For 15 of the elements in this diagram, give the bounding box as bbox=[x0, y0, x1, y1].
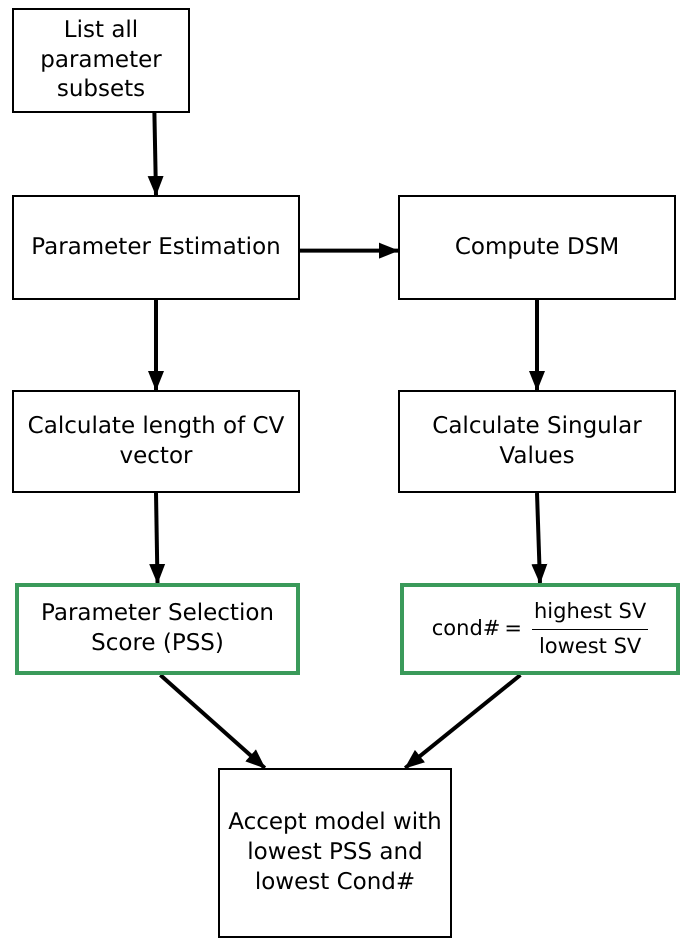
arrow bbox=[149, 492, 166, 584]
arrow bbox=[529, 300, 545, 391]
arrow bbox=[531, 492, 548, 584]
process-box: Calculate Singular Values bbox=[398, 390, 676, 493]
process-box: Parameter Selection Score (PSS) bbox=[15, 583, 300, 675]
arrow bbox=[404, 673, 522, 770]
process-box: Compute DSM bbox=[398, 195, 676, 300]
arrow bbox=[300, 242, 399, 259]
arrow bbox=[148, 112, 164, 196]
arrow bbox=[148, 300, 164, 391]
arrow bbox=[159, 674, 266, 770]
process-box: Accept model with lowest PSS and lowest Cond# bbox=[218, 768, 452, 938]
process-box: Parameter Estimation bbox=[12, 195, 300, 300]
process-box: List all parameter subsets bbox=[12, 8, 190, 113]
process-box: Calculate length of CV vector bbox=[12, 390, 300, 493]
